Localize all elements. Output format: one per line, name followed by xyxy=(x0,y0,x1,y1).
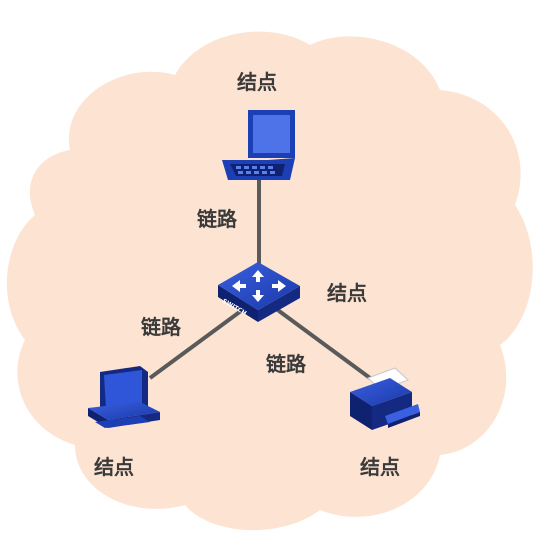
link-label-left: 链路 xyxy=(141,315,181,339)
node-label-center: 结点 xyxy=(327,281,367,305)
node-label-bottom-right: 结点 xyxy=(360,455,400,479)
link-label-right: 链路 xyxy=(266,352,306,376)
laptop-icon xyxy=(222,110,295,180)
node-label-bottom-left: 结点 xyxy=(94,455,134,479)
link-label-top: 链路 xyxy=(197,207,237,231)
desktop-computer-icon xyxy=(88,366,160,428)
links xyxy=(148,180,372,380)
printer-icon xyxy=(350,367,420,430)
link-line-left xyxy=(148,306,247,380)
link-line-right xyxy=(273,306,372,380)
switch-icon: SWITCH xyxy=(218,262,300,322)
node-label-top: 结点 xyxy=(237,70,277,94)
